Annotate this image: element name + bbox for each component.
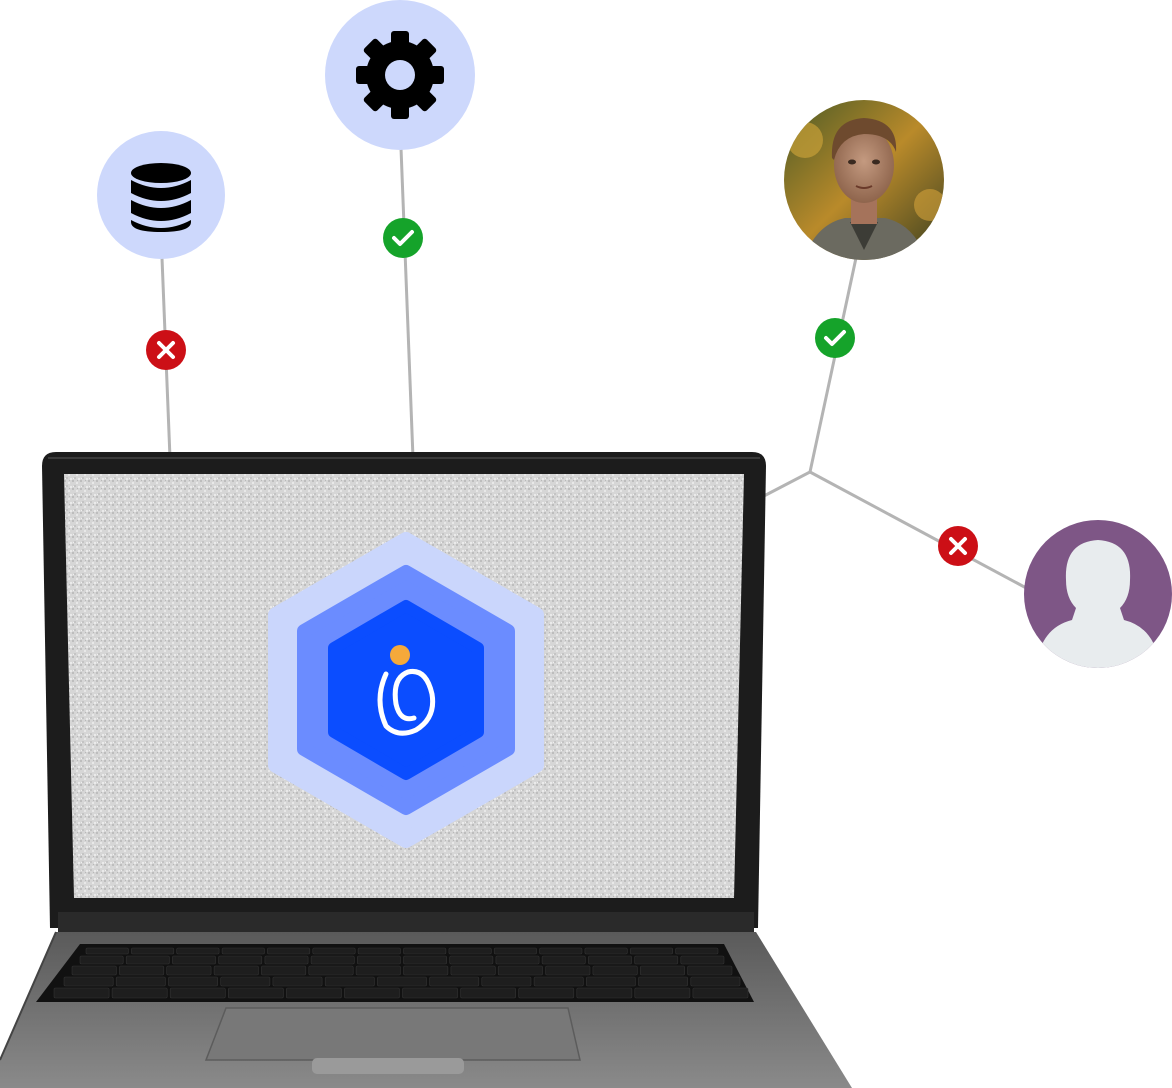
keyboard-key [681, 956, 724, 964]
keyboard-key [676, 948, 718, 954]
keyboard-key [311, 956, 354, 964]
keyboard-key [542, 956, 585, 964]
keyboard-key [222, 948, 264, 954]
keyboard-key [286, 988, 341, 998]
keyboard-key [639, 977, 688, 986]
center-logo [276, 540, 536, 840]
keyboard-key [221, 977, 270, 986]
keyboard-key [228, 988, 283, 998]
keyboard-key [482, 977, 531, 986]
keyboard-key [630, 948, 672, 954]
keyboard-key [267, 948, 309, 954]
settings-node[interactable] [325, 0, 475, 150]
line-generic-user [810, 472, 1030, 590]
keyboard-key [214, 966, 258, 975]
keyboard-key [313, 948, 355, 954]
keyboard-key [534, 977, 583, 986]
keyboard-key [693, 988, 748, 998]
keyboard-key [403, 988, 458, 998]
keyboard-key [585, 948, 627, 954]
keyboard-key [494, 948, 536, 954]
gear-icon [356, 31, 444, 119]
keyboard-key [119, 966, 163, 975]
keyboard-key [112, 988, 167, 998]
keyboard-key [344, 988, 399, 998]
trackpad [206, 1008, 580, 1060]
user-photo-avatar [784, 100, 946, 270]
keyboard-key [519, 988, 574, 998]
keyboard-key [309, 966, 353, 975]
keyboard-key [588, 956, 631, 964]
keyboard-key [586, 977, 635, 986]
keyboard-key [72, 966, 116, 975]
keyboard-key [177, 948, 219, 954]
keyboard-key [430, 977, 479, 986]
keyboard-key [577, 988, 632, 998]
keyboard-key [404, 966, 448, 975]
keyboard-key [377, 977, 426, 986]
keyboard-key [450, 956, 493, 964]
keyboard-key [546, 966, 590, 975]
generic-user-status-badge [938, 526, 978, 566]
keyboard-key [167, 966, 211, 975]
keyboard-key [116, 977, 165, 986]
keyboard-key [273, 977, 322, 986]
database-node[interactable] [97, 131, 225, 259]
keyboard-key [451, 966, 495, 975]
keyboard-key [54, 988, 109, 998]
keyboard-key [540, 948, 582, 954]
keyboard-key [170, 988, 225, 998]
keyboard-key [691, 977, 740, 986]
generic-user-node[interactable] [1024, 520, 1172, 668]
keyboard-key [358, 948, 400, 954]
logo-hex-inner [334, 606, 478, 774]
keyboard-key [688, 966, 732, 975]
keyboard-key [496, 956, 539, 964]
keyboard-key [86, 948, 128, 954]
keyboard-key [131, 948, 173, 954]
user-photo-status-badge [815, 318, 855, 358]
keyboard-key [172, 956, 215, 964]
settings-status-badge [383, 218, 423, 258]
keyboard-key [219, 956, 262, 964]
keyboard-key [64, 977, 113, 986]
keyboard-key [261, 966, 305, 975]
keyboard-key [126, 956, 169, 964]
line-settings [401, 148, 413, 458]
keyboard-key [593, 966, 637, 975]
keyboard-key [461, 988, 516, 998]
keyboard-key [325, 977, 374, 986]
keyboard-key [404, 948, 446, 954]
keyboard-key [498, 966, 542, 975]
keyboard-key [635, 988, 690, 998]
keyboard-key [640, 966, 684, 975]
keyboard-key [357, 956, 400, 964]
keyboard-key [169, 977, 218, 986]
keyboard-key [356, 966, 400, 975]
user-photo-node[interactable] [784, 100, 946, 270]
keyboard-key [449, 948, 491, 954]
keyboard-key [635, 956, 678, 964]
keyboard-key [404, 956, 447, 964]
keyboard-key [265, 956, 308, 964]
keyboard-key [80, 956, 123, 964]
line-user-photo [762, 258, 856, 497]
database-status-badge [146, 330, 186, 370]
